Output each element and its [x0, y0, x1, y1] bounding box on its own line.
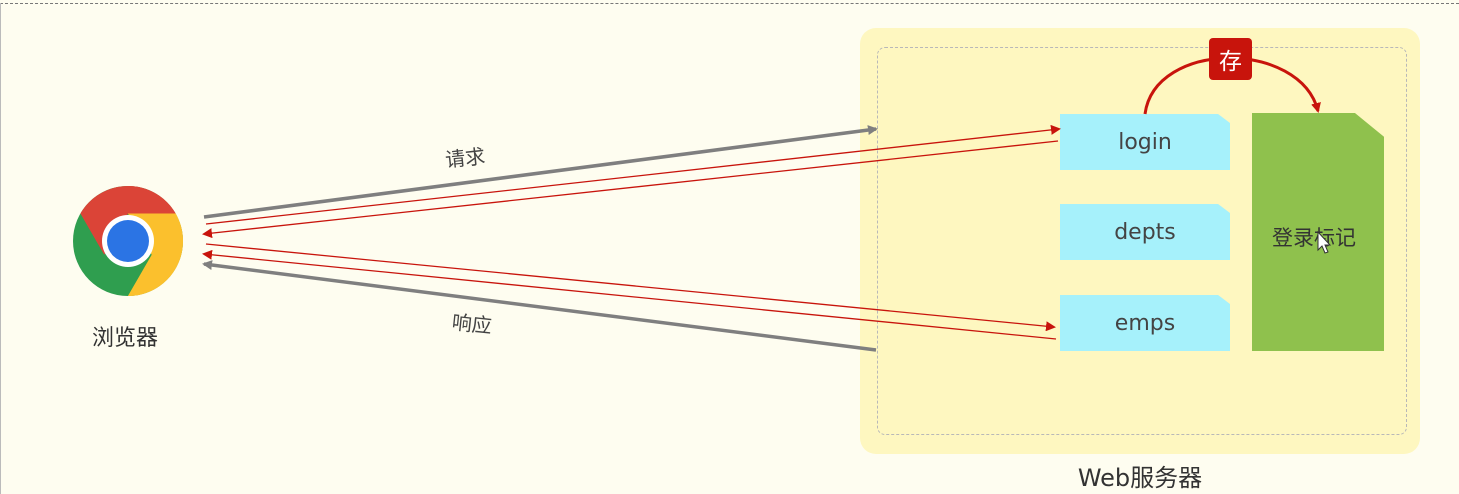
left-border [0, 3, 1, 494]
resource-depts: depts [1060, 204, 1230, 260]
resource-login: login [1060, 114, 1230, 170]
login-token-label: 登录标记 [1272, 226, 1356, 250]
resource-emps: emps [1060, 295, 1230, 351]
login-request-red-arrow [205, 124, 1061, 225]
web-server-label: Web服务器 [1077, 464, 1203, 492]
store-badge: 存 [1209, 38, 1252, 80]
browser-label: 浏览器 [91, 326, 158, 351]
emps-request-red-arrow [205, 243, 1056, 332]
mouse-cursor-icon [1317, 230, 1332, 254]
web-server-inner-border [877, 47, 1407, 435]
chrome-icon [73, 186, 183, 296]
emps-response-red-arrow [202, 249, 1057, 340]
login-response-red-arrow [202, 140, 1059, 239]
response-arrow [202, 260, 877, 352]
request-arrow [203, 125, 878, 219]
top-dashed-border [0, 3, 1459, 4]
